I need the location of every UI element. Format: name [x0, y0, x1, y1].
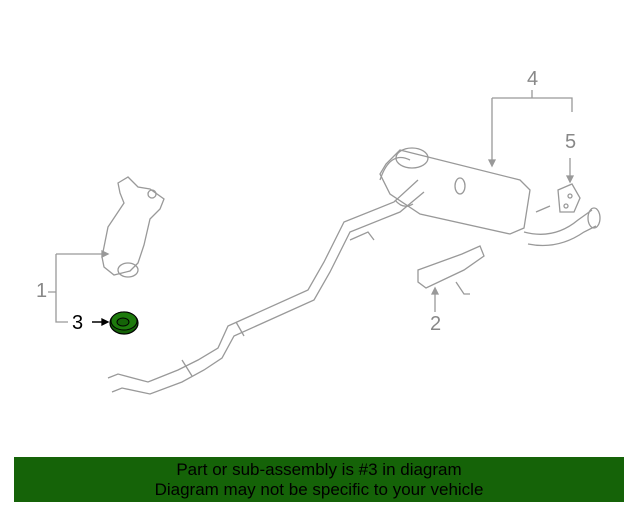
exhaust-diagram: [48, 90, 601, 395]
hanger: [557, 183, 581, 213]
banner-line-2: Diagram may not be specific to your vehi…: [154, 480, 484, 499]
muffler: [379, 147, 601, 247]
info-banner: Part or sub-assembly is #3 in diagram Di…: [14, 457, 624, 502]
bracket: [417, 245, 485, 295]
callout-3[interactable]: 3: [72, 312, 84, 334]
seal-part-3: [92, 311, 139, 335]
leader-lines: [48, 90, 575, 323]
callout-4: 4: [527, 68, 539, 90]
banner-line-1: Part or sub-assembly is #3 in diagram: [176, 460, 462, 479]
callout-2: 2: [430, 313, 442, 335]
exhaust-pipe: [107, 179, 425, 395]
callout-1: 1: [36, 280, 48, 302]
catalytic-converter: [101, 176, 165, 278]
callout-5: 5: [565, 131, 577, 153]
